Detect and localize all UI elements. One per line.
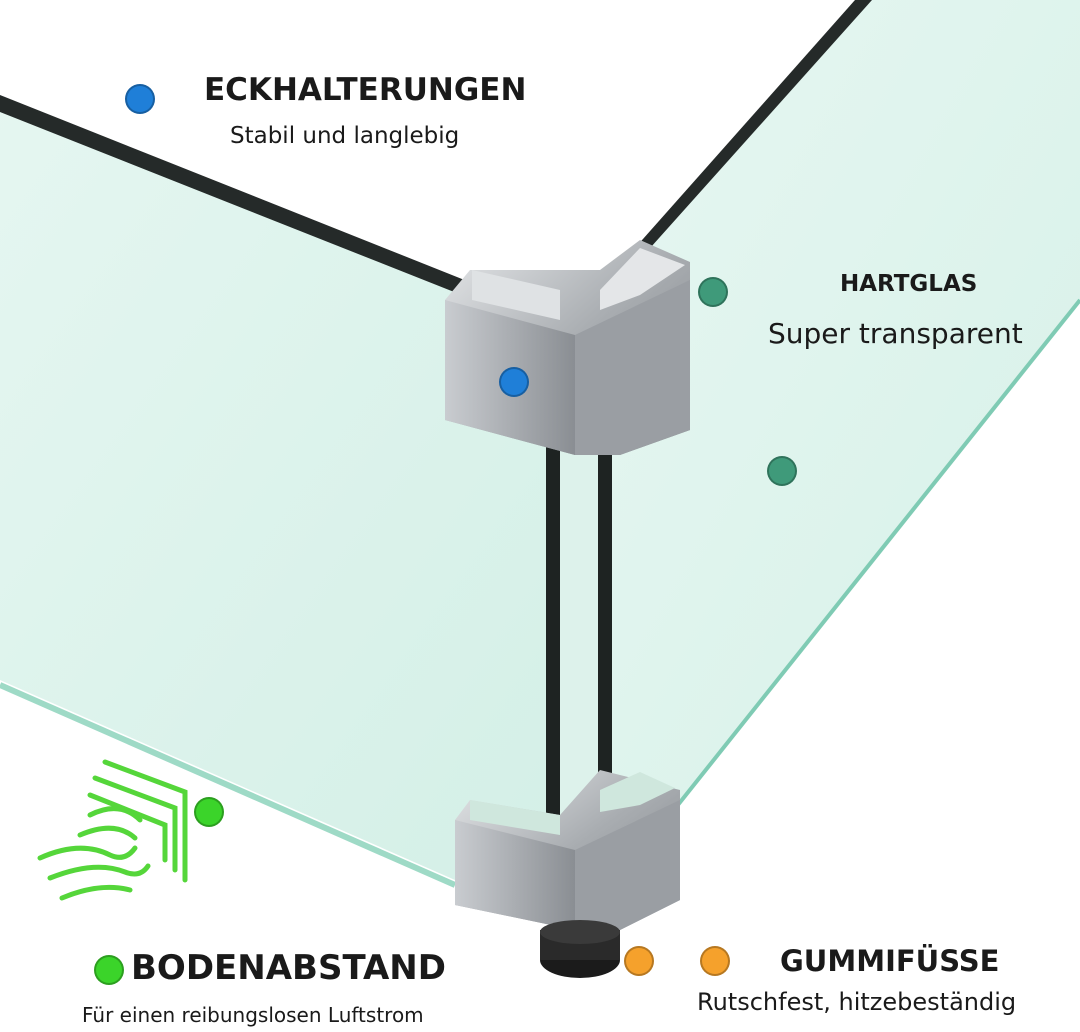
clearance-title: BODENABSTAND: [131, 948, 446, 988]
rubber-foot: [540, 920, 620, 978]
feet-title: GUMMIFÜSSE: [780, 944, 1000, 978]
glass-vertical-edge-left: [546, 430, 560, 840]
clearance-icon-dot: [194, 797, 224, 827]
glass-vertical-gap: [560, 430, 598, 840]
glass-panel-right: [600, 0, 1080, 840]
glass-panel-left: [0, 100, 560, 880]
feet-marker-dot: [700, 946, 730, 976]
glass-vertical-edge-right: [598, 430, 612, 840]
feet-foot-dot: [624, 946, 654, 976]
clearance-subtitle: Für einen reibungslosen Luftstrom: [82, 1003, 424, 1027]
glass-subtitle: Super transparent: [768, 317, 1023, 350]
upper-corner-bracket: [445, 240, 690, 455]
glass-title: HARTGLAS: [840, 271, 978, 297]
corner-subtitle: Stabil und langlebig: [230, 123, 460, 149]
glass-edge-left-bottom: [0, 682, 457, 888]
glass-top-edge-left: [0, 95, 560, 334]
corner-title: ECKHALTERUNGEN: [204, 72, 527, 108]
corner-bracket-dot: [499, 367, 529, 397]
lower-corner-bracket: [455, 770, 680, 930]
glass-edge-right-bottom: [648, 298, 1080, 842]
feet-subtitle: Rutschfest, hitzebeständig: [697, 988, 1017, 1016]
airflow-icon: [37, 759, 188, 901]
glass-top-edge-right: [580, 0, 872, 310]
clearance-marker-dot: [94, 955, 124, 985]
glass-panel-dot: [767, 456, 797, 486]
corner-marker-dot: [125, 84, 155, 114]
glass-marker-dot: [698, 277, 728, 307]
